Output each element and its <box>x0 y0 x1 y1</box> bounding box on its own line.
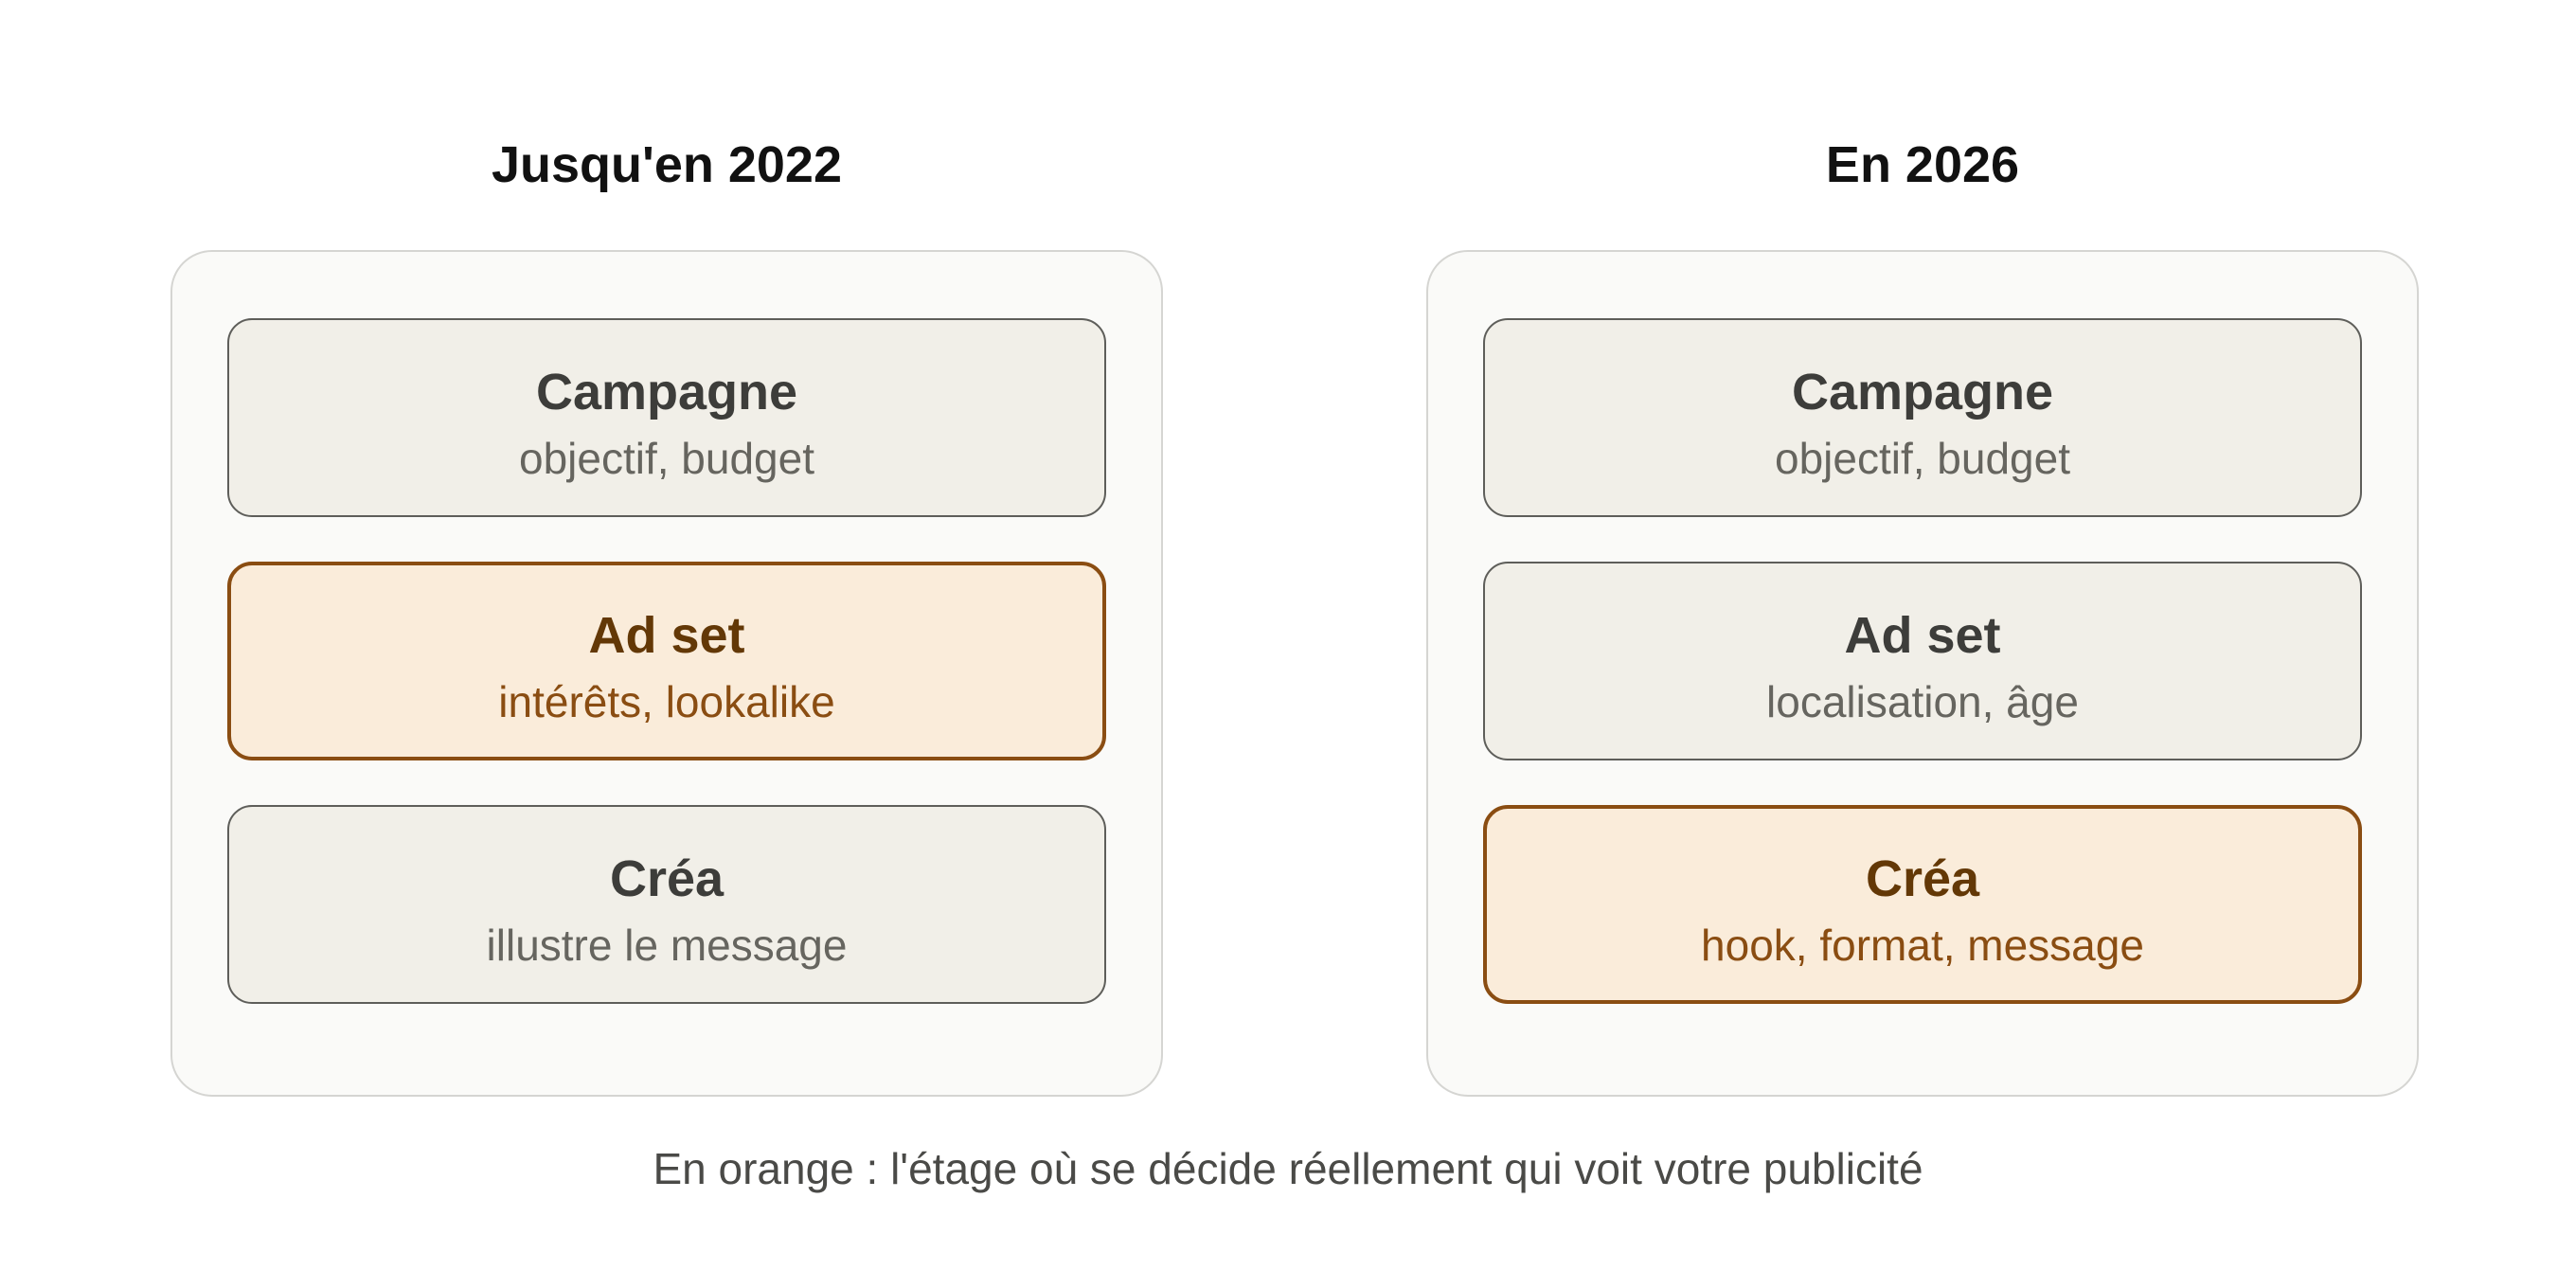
layer-subtitle: hook, format, message <box>1701 921 2144 970</box>
layer-title: Ad set <box>1844 607 2001 664</box>
layer-campagne-2026: Campagne objectif, budget <box>1483 318 2362 517</box>
layer-subtitle: objectif, budget <box>1774 434 2070 483</box>
panel-2026: Campagne objectif, budget Ad set localis… <box>1426 250 2419 1097</box>
column-title-2026: En 2026 <box>1825 136 2020 193</box>
layer-subtitle: intérêts, lookalike <box>498 677 835 726</box>
layer-crea-2022: Créa illustre le message <box>227 805 1106 1004</box>
layer-title: Ad set <box>588 607 745 664</box>
layer-subtitle: localisation, âge <box>1766 677 2079 726</box>
caption: En orange : l'étage où se décide réellem… <box>653 1144 1923 1193</box>
layer-crea-2026: Créa hook, format, message <box>1483 805 2362 1004</box>
layer-campagne-2022: Campagne objectif, budget <box>227 318 1106 517</box>
layer-adset-2026: Ad set localisation, âge <box>1483 562 2362 760</box>
layer-subtitle: objectif, budget <box>518 434 814 483</box>
column-title-2022: Jusqu'en 2022 <box>491 136 842 193</box>
layer-title: Campagne <box>1791 364 2054 420</box>
layer-title: Créa <box>1865 850 1980 907</box>
panel-2022: Campagne objectif, budget Ad set intérêt… <box>170 250 1163 1097</box>
layer-adset-2022: Ad set intérêts, lookalike <box>227 562 1106 760</box>
layer-subtitle: illustre le message <box>486 921 848 970</box>
layer-title: Campagne <box>535 364 798 420</box>
layer-title: Créa <box>609 850 724 907</box>
